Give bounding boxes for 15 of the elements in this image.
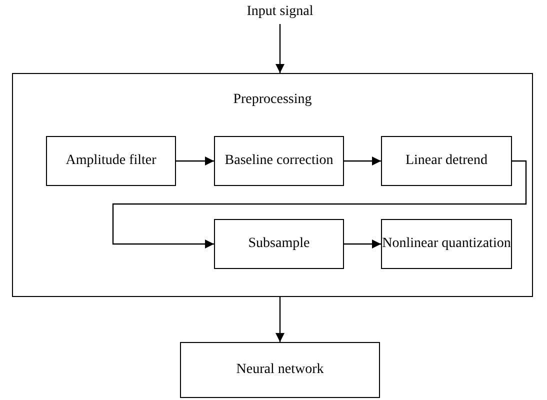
process-box: Amplitude filter <box>46 136 176 186</box>
panel-heading: Preprocessing <box>232 92 313 108</box>
arrow <box>276 24 284 73</box>
input-label: Input signal <box>215 4 345 24</box>
process-box: Linear detrend <box>381 136 512 186</box>
arrow <box>176 156 214 166</box>
arrow <box>112 160 527 248</box>
process-box: Nonlinear quantization <box>381 219 512 269</box>
process-box: Neural network <box>180 342 380 398</box>
arrow <box>344 156 381 166</box>
arrow <box>276 297 284 342</box>
process-box: Subsample <box>214 219 344 269</box>
arrow <box>344 240 381 248</box>
process-box: Baseline correction <box>214 136 344 186</box>
preprocessing-panel <box>12 73 533 297</box>
